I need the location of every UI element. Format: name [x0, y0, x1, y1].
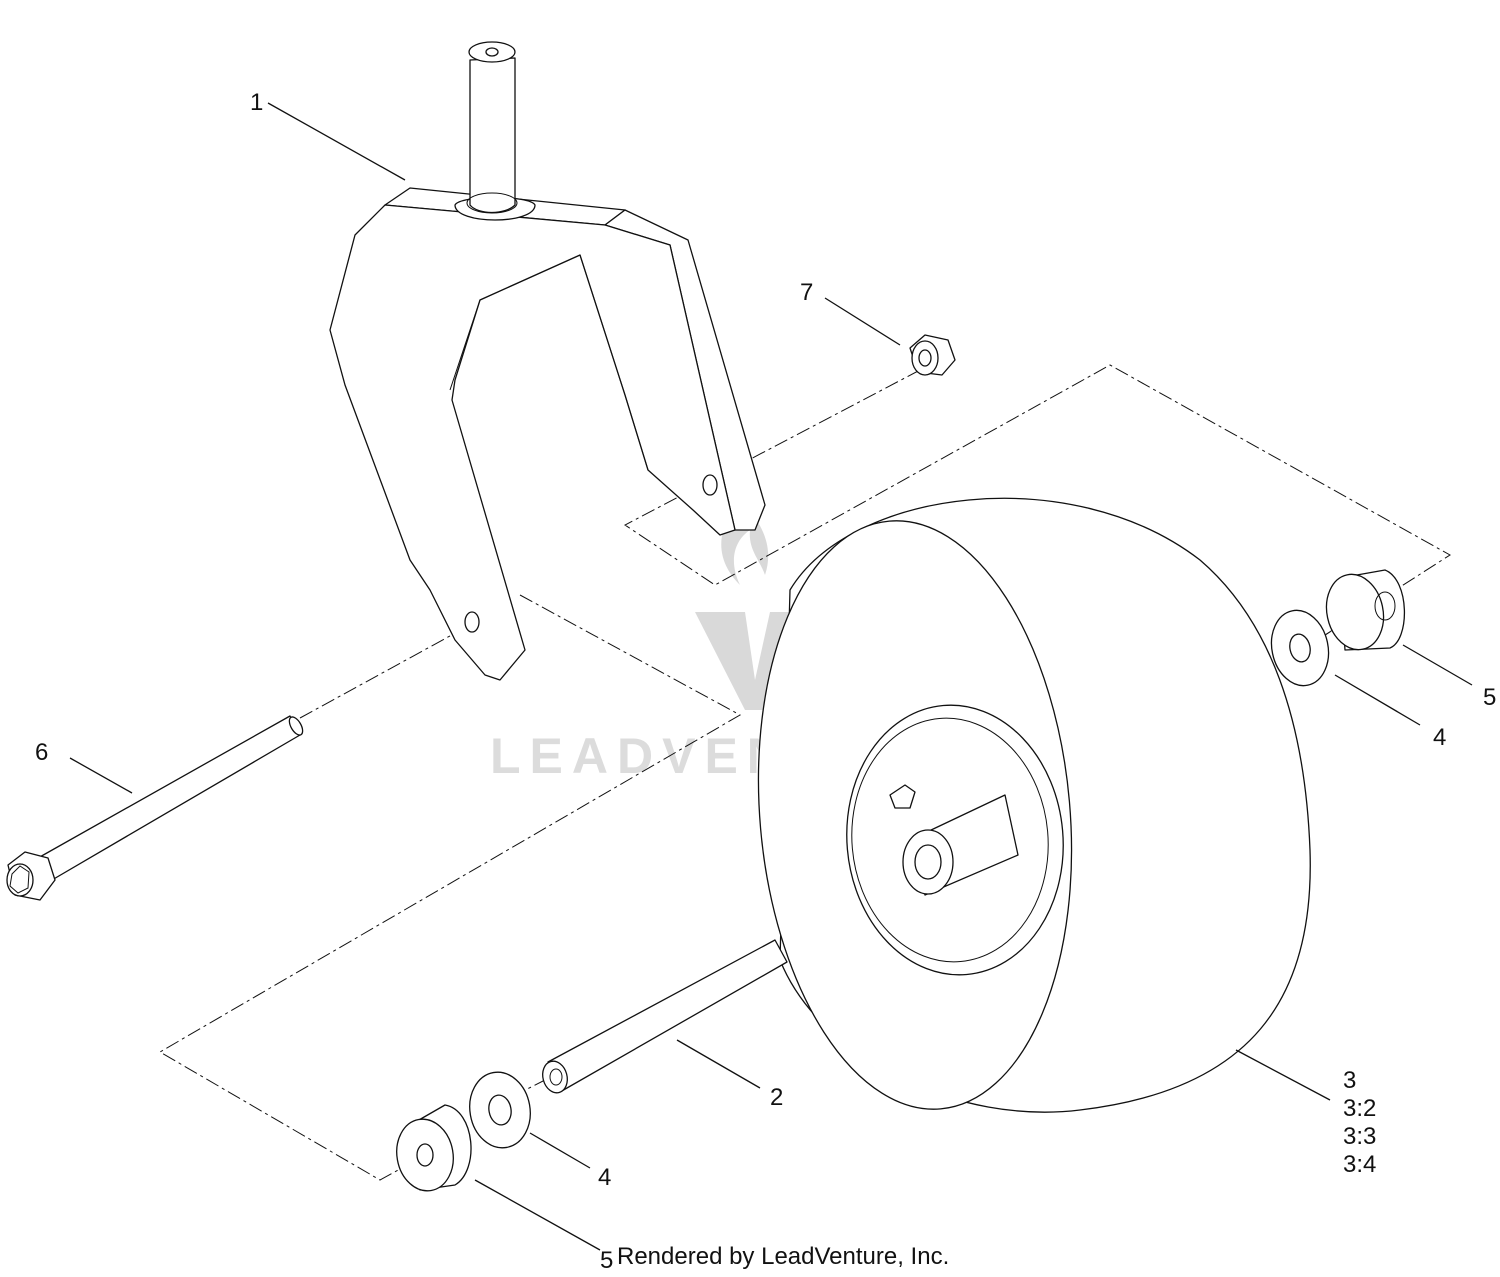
wheel-rim-inner-edge — [851, 717, 1049, 963]
right-bushing-part — [1325, 569, 1406, 651]
lower-assembly-line — [159, 594, 742, 1181]
callout-labels: 1 7 6 5 4 2 3 3:2 3:3 3:4 4 5 — [35, 89, 1496, 1274]
right-washer-hole — [1289, 633, 1311, 663]
callout-3: 3 — [1343, 1067, 1356, 1094]
bolt-axis-line — [299, 624, 471, 719]
valve-stem — [889, 784, 916, 809]
stem-top-hole — [485, 47, 499, 57]
caster-fork-part — [329, 41, 766, 681]
callout-7: 7 — [800, 279, 813, 306]
rendered-by-credit: Rendered by LeadVenture, Inc. — [617, 1243, 949, 1270]
fork-front-plate — [329, 204, 736, 681]
stem-base-ring — [466, 192, 518, 214]
spacer-tube-end — [542, 1060, 568, 1094]
right-bushing-bore — [1374, 591, 1396, 621]
leader-7 — [824, 297, 901, 346]
wheel-assembly-part — [757, 497, 1311, 1113]
callout-5-left: 5 — [600, 1247, 613, 1274]
axle-bolt-part — [6, 715, 304, 901]
leader-1 — [267, 102, 406, 181]
stem-shaft — [469, 57, 516, 214]
left-washer-hole — [488, 1094, 512, 1126]
fork-right-axle-hole — [702, 474, 718, 496]
spacer-tube-part — [542, 939, 788, 1094]
bolt-shank — [37, 715, 301, 881]
callout-6: 6 — [35, 739, 48, 766]
spacer-tube-body — [547, 939, 788, 1093]
callout-4-right: 4 — [1433, 724, 1446, 751]
callout-1: 1 — [250, 89, 263, 116]
flange-nut-part — [909, 334, 956, 376]
leader-4-left — [529, 1132, 591, 1169]
left-bushing-part — [396, 1104, 472, 1192]
callout-3-4: 3:4 — [1343, 1151, 1376, 1178]
bolt-head-hex-outline — [9, 865, 30, 894]
callout-3-2: 3:2 — [1343, 1095, 1376, 1122]
left-bushing-bore — [416, 1143, 434, 1167]
leader-4-right — [1334, 674, 1421, 726]
right-washer-part — [1270, 609, 1330, 687]
watermark-v-logo-icon — [695, 612, 805, 710]
fork-left-axle-hole — [464, 611, 480, 633]
nut-thread-hole — [918, 349, 932, 367]
leader-3 — [1235, 1049, 1331, 1101]
callout-2: 2 — [770, 1084, 783, 1111]
fork-inner-edge — [449, 254, 649, 471]
bolt-tip — [288, 716, 304, 736]
leader-6 — [69, 757, 133, 794]
callout-5-right: 5 — [1483, 684, 1496, 711]
callout-leader-lines — [69, 102, 1473, 1251]
leader-5-right — [1402, 644, 1473, 686]
leader-2 — [676, 1039, 761, 1089]
upper-assembly-line — [624, 364, 1451, 681]
callout-3-3: 3:3 — [1343, 1123, 1376, 1150]
spacer-tube-bore — [549, 1068, 563, 1086]
leader-5-left — [474, 1179, 601, 1251]
right-bushing-face — [1325, 573, 1385, 651]
callout-4-left: 4 — [598, 1164, 611, 1191]
left-washer-part — [469, 1071, 531, 1149]
wheel-hub-bore — [914, 844, 942, 880]
